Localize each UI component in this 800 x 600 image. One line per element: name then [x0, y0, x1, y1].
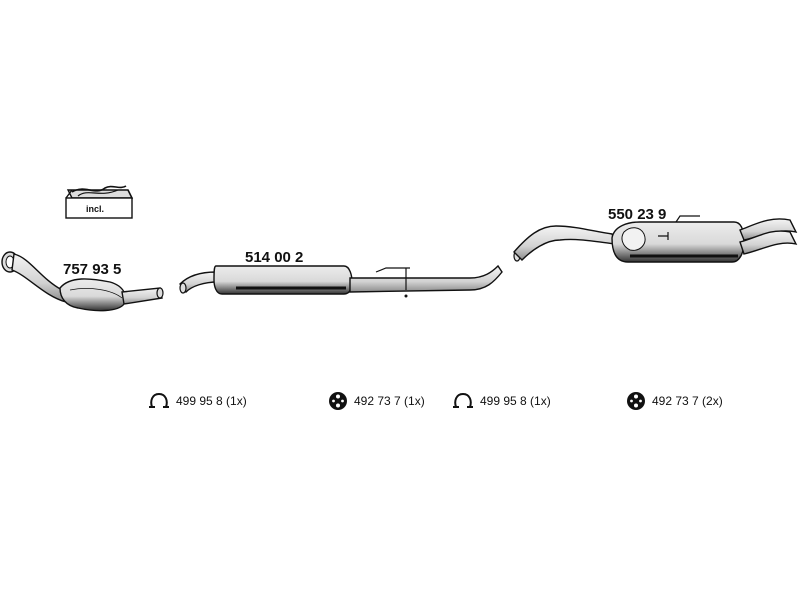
rubber-mount-icon [329, 392, 347, 410]
rubber-mount-icon [627, 392, 645, 410]
accessory-item: 499 95 8 (1x) [452, 391, 551, 411]
front-silencer-part-number: 514 00 2 [245, 249, 303, 266]
catalyst-part-number: 757 93 5 [63, 261, 121, 278]
clamp-icon [453, 392, 473, 408]
clamp-icon [149, 392, 169, 408]
kit-box-label: incl. [86, 204, 104, 214]
accessory-label: 492 73 7 (1x) [354, 394, 425, 408]
accessory-label: 499 95 8 (1x) [176, 394, 247, 408]
accessory-item: 492 73 7 (1x) [328, 391, 425, 411]
catalytic-converter [1, 251, 164, 312]
accessory-label: 492 73 7 (2x) [652, 394, 723, 408]
rear-silencer [513, 215, 798, 263]
accessory-label: 499 95 8 (1x) [480, 394, 551, 408]
accessory-item: 499 95 8 (1x) [148, 391, 247, 411]
front-silencer [179, 264, 503, 298]
accessory-item: 492 73 7 (2x) [626, 391, 723, 411]
rear-silencer-part-number: 550 23 9 [608, 206, 666, 223]
kit-box: incl. [65, 185, 134, 219]
